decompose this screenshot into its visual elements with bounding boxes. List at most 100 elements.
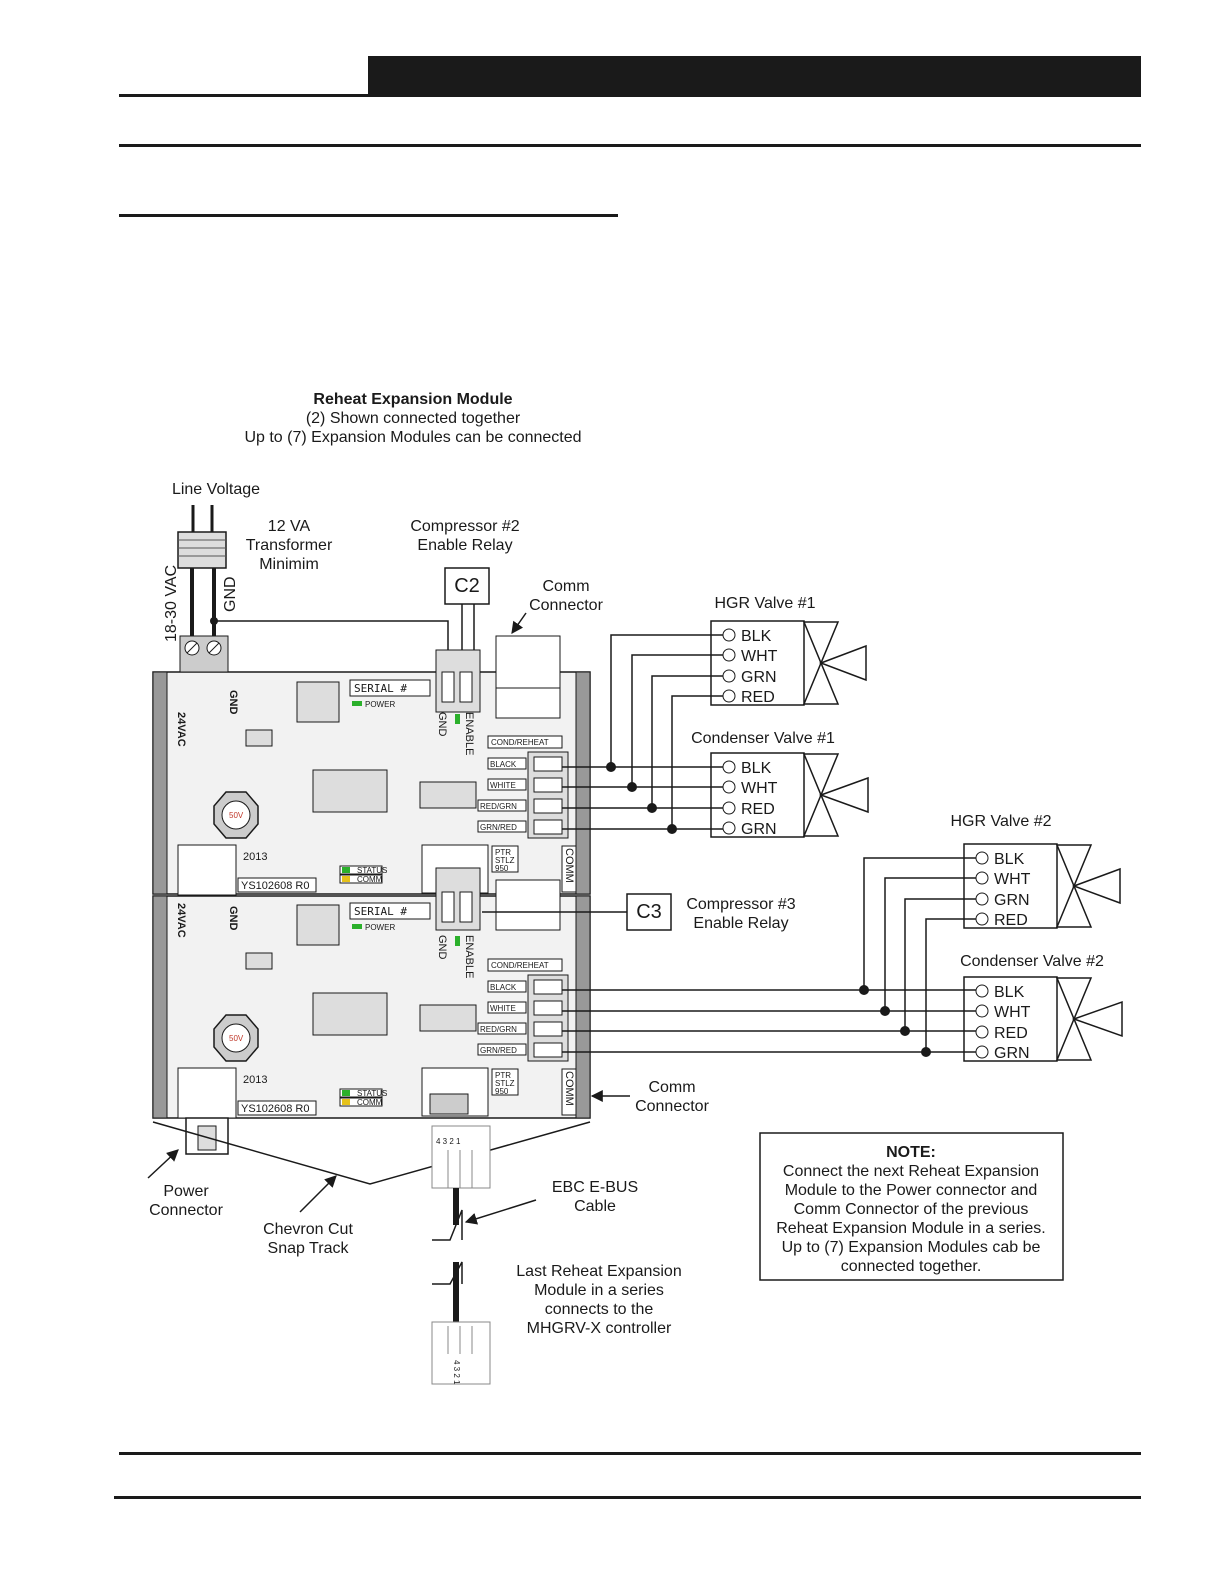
line-voltage-label: Line Voltage bbox=[172, 481, 260, 498]
board-1-ptr-1: PTR bbox=[495, 848, 511, 857]
board-2-24vac: 24VAC bbox=[175, 903, 187, 938]
c2-label: C2 bbox=[454, 575, 480, 597]
valve-3-icon bbox=[1055, 844, 1121, 928]
note-line-4: Reheat Expansion Module in a series. bbox=[776, 1220, 1046, 1237]
board-1-tb-gnd: GND bbox=[227, 690, 239, 715]
valve-4-wire-2: WHT bbox=[994, 1004, 1031, 1021]
valve-4-wire-1: BLK bbox=[994, 984, 1025, 1001]
diagram-subtitle-1: (2) Shown connected together bbox=[306, 410, 521, 427]
header-black-bar bbox=[368, 56, 1141, 96]
valve-2-wire-1: BLK bbox=[741, 760, 772, 777]
last-module-label-2: Module in a series bbox=[534, 1282, 664, 1299]
chevron-snap-track bbox=[152, 1121, 591, 1185]
expansion-module-1: 24VAC GND SERIAL # POWER GND ENABLE COND… bbox=[152, 635, 591, 896]
last-module-label-1: Last Reheat Expansion bbox=[516, 1263, 681, 1280]
wiring-module-2 bbox=[562, 857, 976, 1053]
valve-3-wire-1: BLK bbox=[994, 851, 1025, 868]
transformer-icon bbox=[177, 505, 227, 645]
board-2-power: POWER bbox=[365, 923, 395, 932]
valve-3-wire-2: WHT bbox=[994, 871, 1031, 888]
valve-1-wire-3: GRN bbox=[741, 669, 777, 686]
board-2-terminal-4: GRN/RED bbox=[480, 1046, 517, 1055]
diagram-title: Reheat Expansion Module bbox=[313, 391, 512, 408]
compressor-2-label-2: Enable Relay bbox=[417, 537, 512, 554]
board-1-serial: SERIAL # bbox=[354, 682, 407, 695]
board-1-comm: COMM bbox=[563, 848, 575, 883]
board-1-terminal-3: RED/GRN bbox=[480, 802, 517, 811]
valve-2-terminal-block: BLK WHT RED GRN bbox=[710, 752, 805, 838]
board-2-terminal-3: RED/GRN bbox=[480, 1025, 517, 1034]
last-module-label-3: connects to the bbox=[545, 1301, 654, 1318]
board-2-ptr-3: 950 bbox=[495, 1087, 509, 1096]
board-2-enable: ENABLE bbox=[463, 935, 475, 978]
valve-2-wire-4: GRN bbox=[741, 821, 777, 838]
note-line-6: connected together. bbox=[841, 1258, 982, 1275]
board-2-comm: COMM bbox=[563, 1071, 575, 1106]
board-1-50v: 50V bbox=[229, 811, 244, 820]
board-1-ptr-2: STLZ bbox=[495, 856, 515, 865]
valve-1-wire-4: RED bbox=[741, 689, 775, 706]
board-1-status: STATUS bbox=[357, 866, 387, 875]
comm-connector-bottom-label-1: Comm bbox=[648, 1079, 695, 1096]
board-1-gnd: GND bbox=[436, 712, 448, 737]
header-rule bbox=[119, 94, 1141, 97]
board-2-part: YS102608 R0 bbox=[241, 1103, 310, 1115]
power-connector-label-1: Power bbox=[163, 1183, 209, 1200]
note-line-2: Module to the Power connector and bbox=[785, 1182, 1038, 1199]
valve-1-name: HGR Valve #1 bbox=[714, 595, 815, 612]
board-2-status: STATUS bbox=[357, 1089, 387, 1098]
board-2-tb-gnd: GND bbox=[227, 906, 239, 931]
board-1-ptr-3: 950 bbox=[495, 864, 509, 873]
footer-rule-top bbox=[119, 1452, 1141, 1455]
wiring-module-1 bbox=[562, 634, 723, 830]
expansion-module-2: 24VAC GND SERIAL # POWER GND ENABLE COND… bbox=[152, 867, 591, 1119]
board-2-year: 2013 bbox=[243, 1074, 267, 1086]
chevron-label-1: Chevron Cut bbox=[263, 1221, 353, 1238]
transformer-label-2: Transformer bbox=[246, 537, 333, 554]
note-heading: NOTE: bbox=[886, 1144, 936, 1161]
board-2-50v: 50V bbox=[229, 1034, 244, 1043]
section-rule bbox=[119, 144, 1141, 147]
board-1-enable: ENABLE bbox=[463, 712, 475, 755]
valve-4-name: Condenser Valve #2 bbox=[960, 953, 1104, 970]
comm-connector-top-label-1: Comm bbox=[542, 578, 589, 595]
compressor-2-label-1: Compressor #2 bbox=[410, 518, 519, 535]
valve-4-terminal-block: BLK WHT RED GRN bbox=[963, 976, 1058, 1062]
subsection-rule bbox=[119, 214, 618, 217]
board-2-terminal-1: BLACK bbox=[490, 983, 517, 992]
valve-1-icon bbox=[802, 621, 867, 705]
board-2-ptr-2: STLZ bbox=[495, 1079, 515, 1088]
board-2-ptr-1: PTR bbox=[495, 1071, 511, 1080]
valve-2-name: Condenser Valve #1 bbox=[691, 730, 835, 747]
board-2-terminal-2: WHITE bbox=[490, 1004, 516, 1013]
valve-1-terminal-block: BLK WHT GRN RED bbox=[710, 620, 805, 706]
board-2-serial: SERIAL # bbox=[354, 905, 407, 918]
c3-relay-box bbox=[626, 893, 672, 931]
board-1-terminal-1: BLACK bbox=[490, 760, 517, 769]
valve-4-wire-4: GRN bbox=[994, 1045, 1030, 1062]
valve-3-wire-4: RED bbox=[994, 912, 1028, 929]
board-1-24vac: 24VAC bbox=[175, 712, 187, 747]
comm-connector-bottom-label-2: Connector bbox=[635, 1098, 709, 1115]
board-1-part: YS102608 R0 bbox=[241, 880, 310, 892]
comm-connector-top-label-2: Connector bbox=[529, 597, 603, 614]
board-1-power: POWER bbox=[365, 700, 395, 709]
board-1-year: 2013 bbox=[243, 851, 267, 863]
note-box: NOTE: Connect the next Reheat Expansion … bbox=[759, 1132, 1064, 1281]
compressor-3-label-2: Enable Relay bbox=[693, 915, 788, 932]
note-line-1: Connect the next Reheat Expansion bbox=[783, 1163, 1039, 1180]
valve-1-wire-1: BLK bbox=[741, 628, 772, 645]
c3-label: C3 bbox=[636, 901, 662, 923]
transformer-label-3: Minimim bbox=[259, 556, 319, 573]
valve-3-terminal-block: BLK WHT GRN RED bbox=[963, 843, 1058, 929]
last-module-label-4: MHGRV-X controller bbox=[527, 1320, 672, 1337]
board-1-terminal-2: WHITE bbox=[490, 781, 516, 790]
valve-2-icon bbox=[802, 753, 869, 837]
vac-label: 18-30 VAC bbox=[163, 565, 180, 642]
board-2-gnd: GND bbox=[436, 935, 448, 960]
valve-2-wire-2: WHT bbox=[741, 780, 778, 797]
ebus-cable: 4 3 2 1 4 3 2 1 bbox=[431, 1125, 491, 1385]
ebus-label-2: Cable bbox=[574, 1198, 616, 1215]
note-line-5: Up to (7) Expansion Modules cab be bbox=[782, 1239, 1041, 1256]
valve-3-name: HGR Valve #2 bbox=[950, 813, 1051, 830]
